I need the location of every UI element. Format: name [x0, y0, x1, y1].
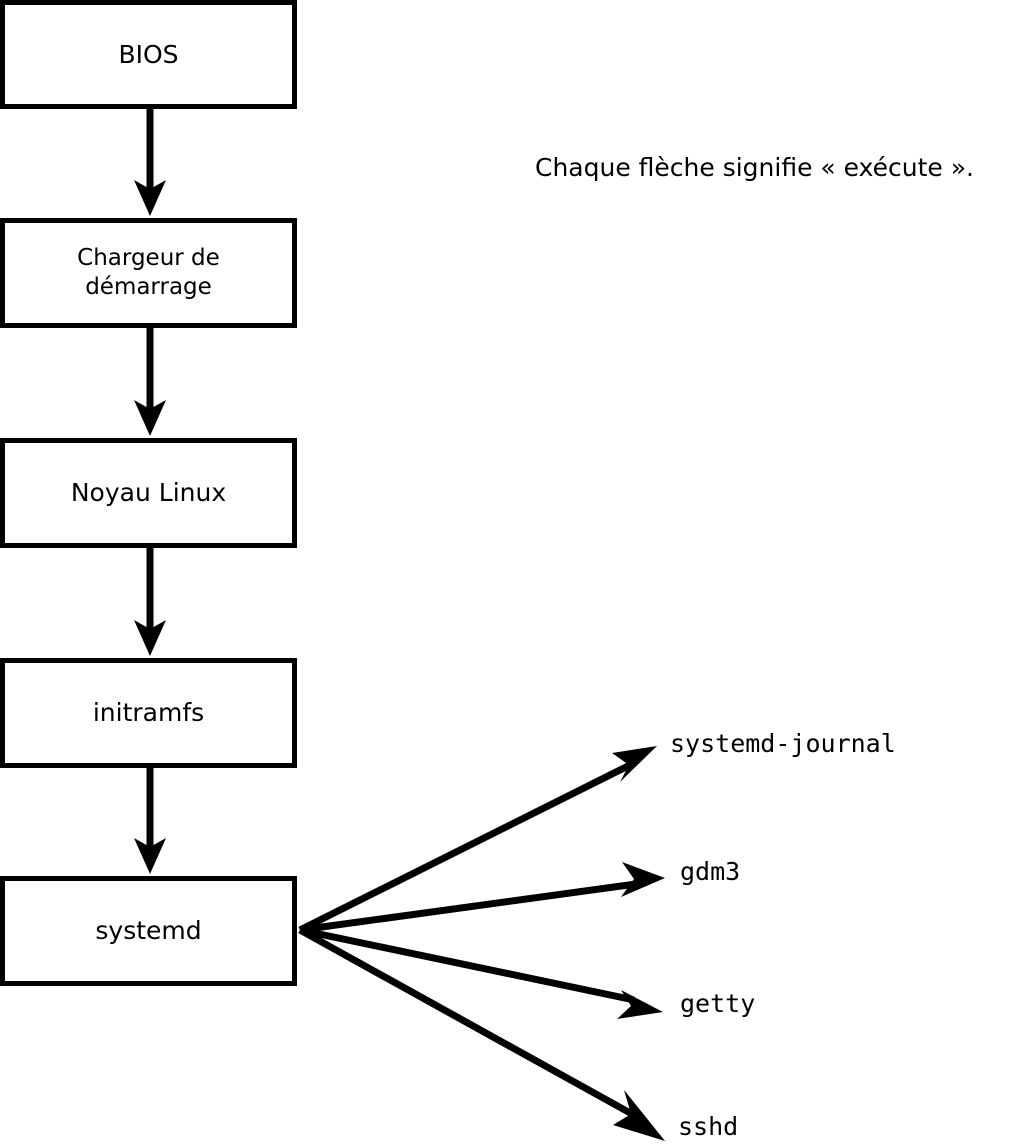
service-label-systemd-journal[interactable]: systemd-journal	[670, 729, 896, 758]
node-label-systemd: systemd	[95, 916, 202, 945]
chain-arrow-bootloader-to-kernel	[134, 328, 166, 436]
node-box-initramfs[interactable]: initramfs	[0, 658, 297, 768]
fanout-arrow-sshd	[298, 926, 665, 1141]
node-box-kernel[interactable]: Noyau Linux	[0, 438, 297, 548]
node-label-bios: BIOS	[118, 39, 179, 69]
chain-arrow-initramfs-to-systemd	[134, 768, 166, 874]
node-box-systemd[interactable]: systemd	[0, 876, 297, 986]
node-box-bios[interactable]: BIOS	[0, 0, 297, 109]
chain-arrow-kernel-to-initramfs	[134, 548, 166, 656]
node-box-bootloader[interactable]: Chargeur de démarrage	[0, 218, 297, 328]
node-label-bootloader: Chargeur de démarrage	[77, 244, 220, 300]
diagram-caption: Chaque flèche signifie « exécute ».	[535, 153, 974, 182]
node-label-initramfs: initramfs	[92, 698, 205, 727]
fanout-arrow-getty	[299, 926, 663, 1019]
service-label-gdm3[interactable]: gdm3	[680, 857, 741, 886]
fanout-arrow-gdm3	[299, 862, 665, 934]
service-label-sshd[interactable]: sshd	[678, 1112, 739, 1141]
service-label-getty[interactable]: getty	[680, 989, 756, 1018]
node-label-kernel: Noyau Linux	[70, 478, 227, 507]
chain-arrow-bios-to-bootloader	[134, 109, 166, 216]
fanout-arrow-systemd-journal	[298, 746, 657, 934]
